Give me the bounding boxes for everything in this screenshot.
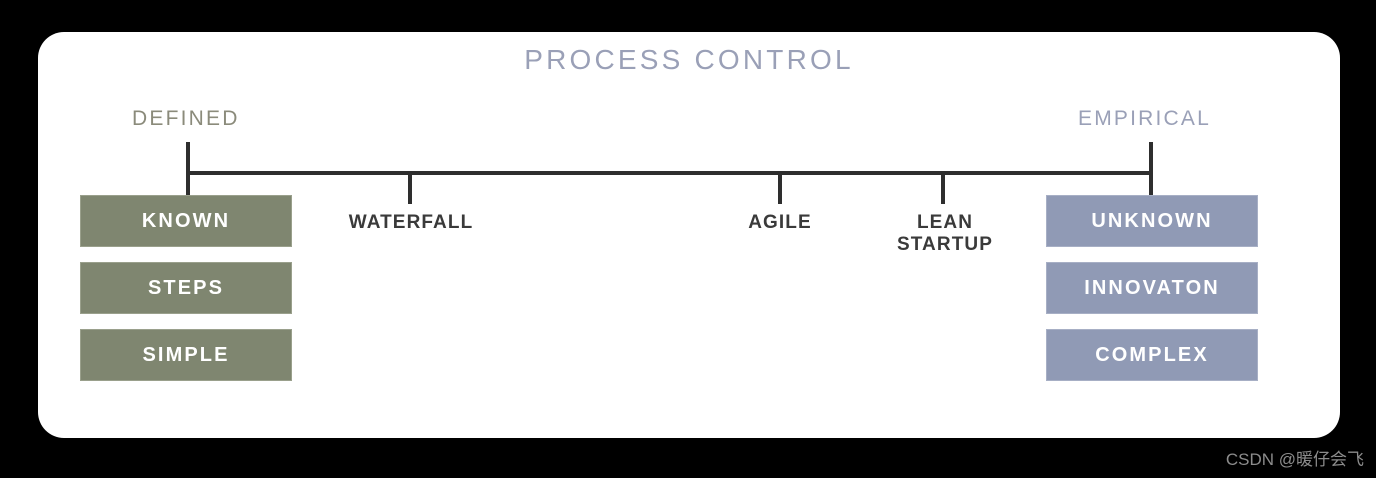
attribute-box-simple: SIMPLE xyxy=(80,329,292,381)
axis-left-pole-label: DEFINED xyxy=(132,107,240,130)
tick-lean-startup xyxy=(941,173,945,204)
attribute-box-unknown: UNKNOWN xyxy=(1046,195,1258,247)
left-end-tick xyxy=(186,142,190,204)
process-control-card: PROCESS CONTROL DEFINED EMPIRICAL WATERF… xyxy=(38,32,1340,438)
stage-label-waterfall: WATERFALL xyxy=(348,212,474,233)
axis-right-pole-label: EMPIRICAL xyxy=(1078,107,1211,130)
attribute-box-known: KNOWN xyxy=(80,195,292,247)
tick-agile xyxy=(778,173,782,204)
attribute-box-complex: COMPLEX xyxy=(1046,329,1258,381)
tick-waterfall xyxy=(408,173,412,204)
axis-line xyxy=(186,171,1153,175)
attribute-box-steps: STEPS xyxy=(80,262,292,314)
attribute-box-innovaton: INNOVATON xyxy=(1046,262,1258,314)
empirical-attribute-column: UNKNOWN INNOVATON COMPLEX xyxy=(1046,195,1258,396)
watermark: CSDN @暖仔会飞 xyxy=(1225,450,1364,469)
stage-label-agile: AGILE xyxy=(748,212,812,233)
defined-attribute-column: KNOWN STEPS SIMPLE xyxy=(80,195,292,396)
page-title: PROCESS CONTROL xyxy=(524,44,854,75)
right-end-tick xyxy=(1149,142,1153,204)
